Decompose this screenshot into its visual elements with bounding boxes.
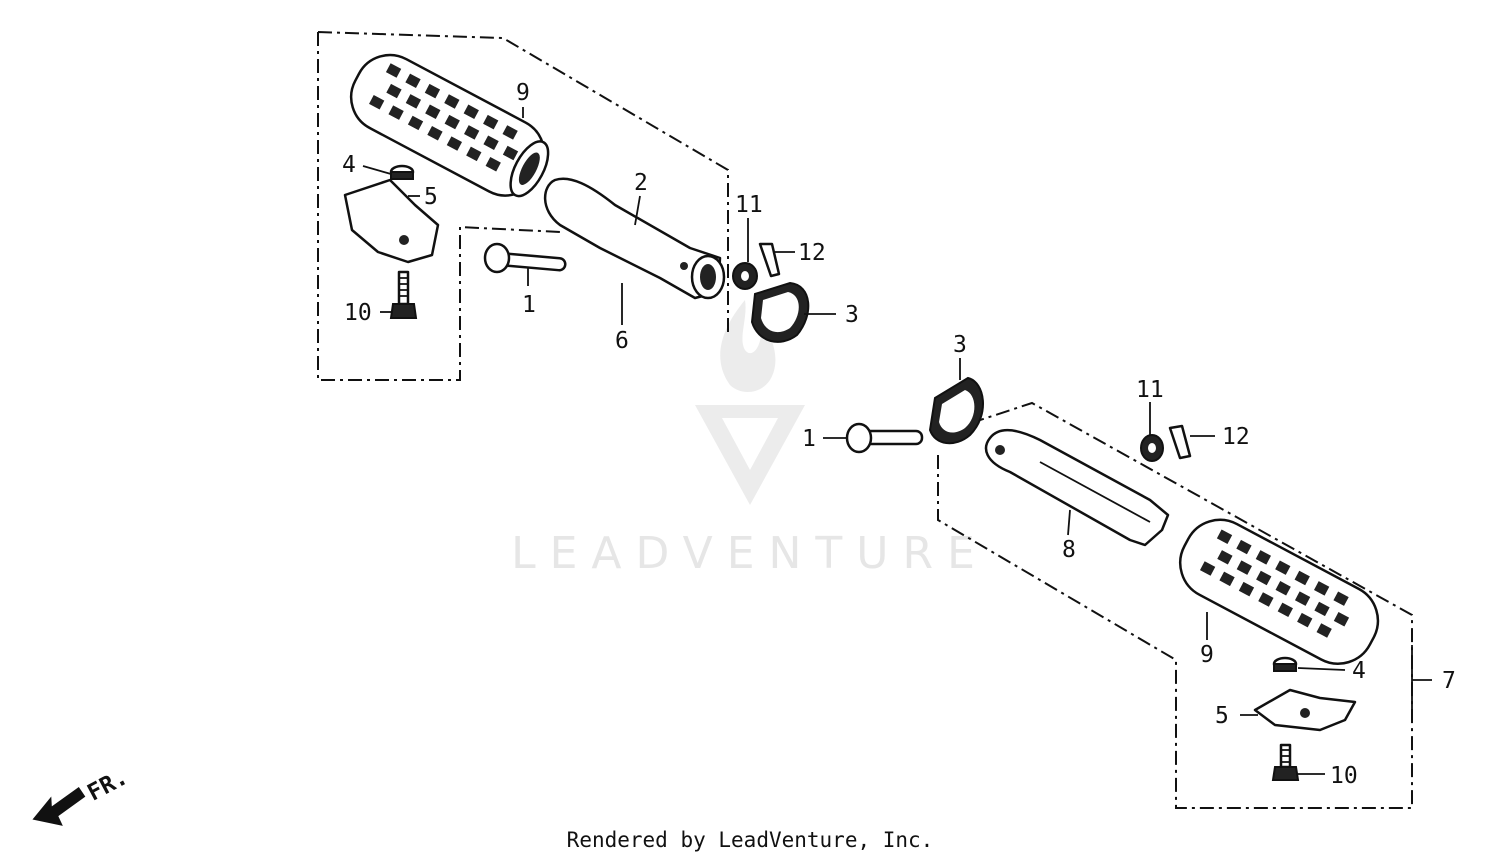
front-direction-label: FR.	[83, 764, 132, 806]
callout-lower-footpeg-assembly: 7	[1442, 668, 1456, 694]
lower-cotter-pin	[1168, 424, 1192, 460]
callout-upper-bolt: 10	[344, 300, 372, 326]
callout-upper-spring: 3	[845, 302, 859, 328]
callout-labels: 9 4 5 10 2 1 6 11 12 3 3 1 11 12 8 9 4 7…	[342, 80, 1456, 789]
lower-bolt	[1271, 743, 1300, 781]
upper-pin	[483, 242, 567, 274]
callout-lower-nut: 4	[1352, 658, 1366, 684]
upper-footpeg	[543, 177, 726, 300]
callout-lower-footpeg: 8	[1062, 537, 1076, 563]
upper-washer	[732, 262, 758, 290]
upper-bolt	[389, 270, 418, 319]
callout-lower-bolt: 10	[1330, 763, 1358, 789]
watermark-v-icon	[695, 405, 805, 505]
lower-grip-rubber	[1179, 518, 1380, 665]
callout-upper-holder: 5	[424, 184, 438, 210]
callout-upper-footpeg-assembly: 6	[615, 328, 629, 354]
callout-lower-spring: 3	[953, 332, 967, 358]
front-arrow-icon	[32, 786, 86, 826]
watermark-text: LEADVENTURE	[511, 528, 989, 579]
upper-grip-rubber	[349, 53, 550, 198]
callout-lower-cotter-pin: 12	[1222, 424, 1250, 450]
callout-lower-washer: 11	[1136, 377, 1164, 403]
callout-upper-nut: 4	[342, 152, 356, 178]
watermark: LEADVENTURE	[511, 300, 989, 579]
front-direction-indicator: FR.	[32, 764, 132, 826]
lower-group-boundary	[937, 401, 1413, 809]
lower-nut	[1272, 656, 1298, 672]
callout-upper-pin: 1	[522, 292, 536, 318]
lower-footpeg-group	[823, 358, 1432, 809]
lower-spring-plate	[928, 376, 984, 445]
upper-cotter-pin	[758, 242, 781, 278]
callout-upper-footpeg: 2	[634, 170, 648, 196]
callout-upper-washer: 11	[735, 192, 763, 218]
upper-holder	[343, 178, 440, 264]
lower-pin	[845, 422, 924, 454]
callout-lower-pin: 1	[802, 426, 816, 452]
upper-spring-plate	[750, 281, 810, 343]
callout-lower-holder: 5	[1215, 703, 1229, 729]
upper-group-boundary	[317, 31, 729, 381]
upper-nut	[389, 164, 415, 180]
lower-footpeg	[984, 429, 1170, 547]
lower-washer	[1140, 434, 1164, 462]
upper-footpeg-group	[317, 31, 836, 381]
footer-credit: Rendered by LeadVenture, Inc.	[566, 828, 934, 852]
callout-upper-grip-rubber: 9	[516, 80, 530, 106]
callout-lower-grip-rubber: 9	[1200, 642, 1214, 668]
callout-upper-cotter-pin: 12	[798, 240, 826, 266]
